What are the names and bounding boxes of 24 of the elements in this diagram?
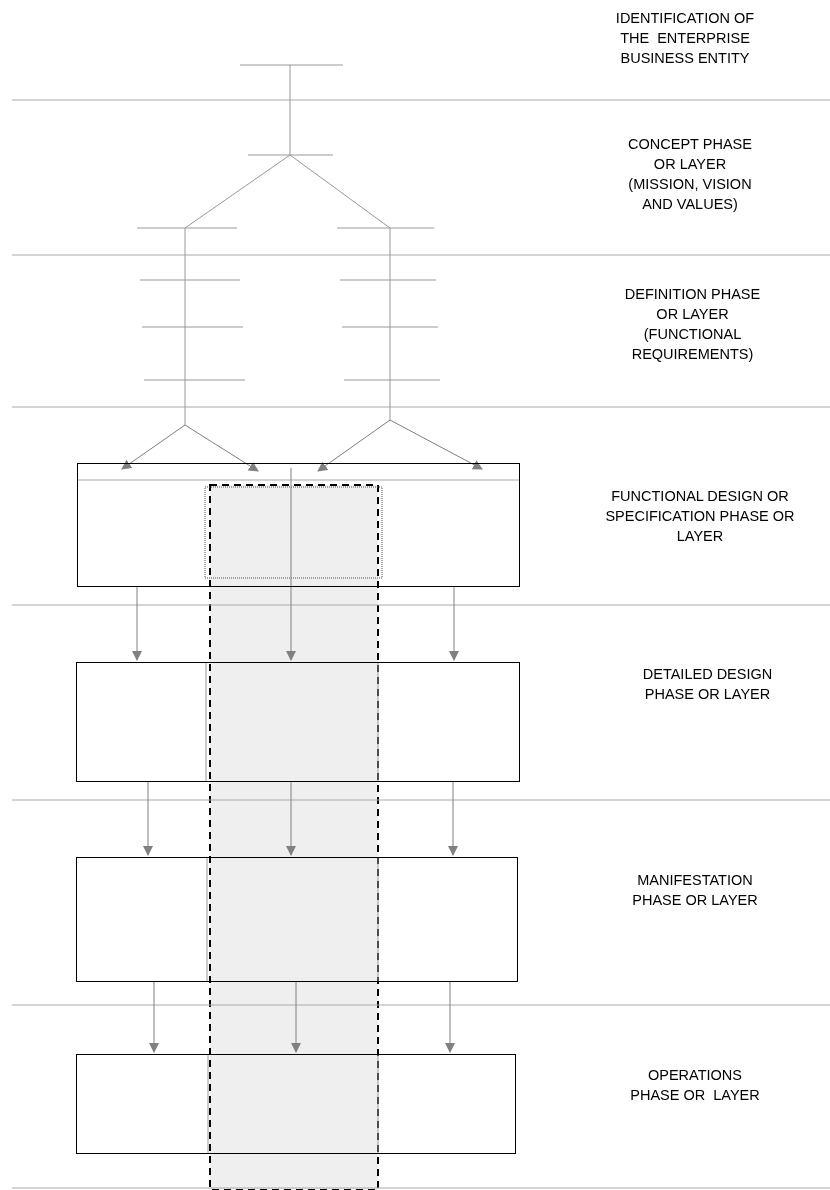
layer-label: OPERATIONS PHASE OR LAYER (630, 1066, 760, 1105)
arrow (448, 781, 458, 856)
arrow (445, 981, 455, 1053)
layer-label: DEFINITION PHASE OR LAYER (FUNCTIONAL REQUIREMENTS) (623, 285, 762, 364)
layer-box (77, 463, 520, 587)
arrow (149, 981, 159, 1053)
layer-box (76, 662, 520, 782)
arrow (121, 424, 186, 470)
layer-label: CONCEPT PHASE OR LAYER (MISSION, VISION AND VALUES) (627, 135, 753, 214)
arrow (184, 424, 259, 472)
layer-label: MANIFESTATION PHASE OR LAYER (631, 871, 759, 910)
layer-box (76, 1054, 516, 1154)
arrow (449, 586, 459, 661)
layer-label: IDENTIFICATION OF THE ENTERPRISE BUSINESS ENTITY (614, 9, 756, 68)
layer-label: FUNCTIONAL DESIGN OR SPECIFICATION PHASE OR LAYER (604, 487, 796, 546)
arrow (389, 419, 483, 470)
arrow (286, 467, 296, 661)
arrow (317, 419, 391, 472)
arrow (291, 981, 301, 1053)
arrow (132, 586, 142, 661)
arrow (143, 781, 153, 856)
layer-box (76, 857, 518, 982)
arrow (286, 781, 296, 856)
layer-label: DETAILED DESIGN PHASE OR LAYER (641, 665, 774, 704)
